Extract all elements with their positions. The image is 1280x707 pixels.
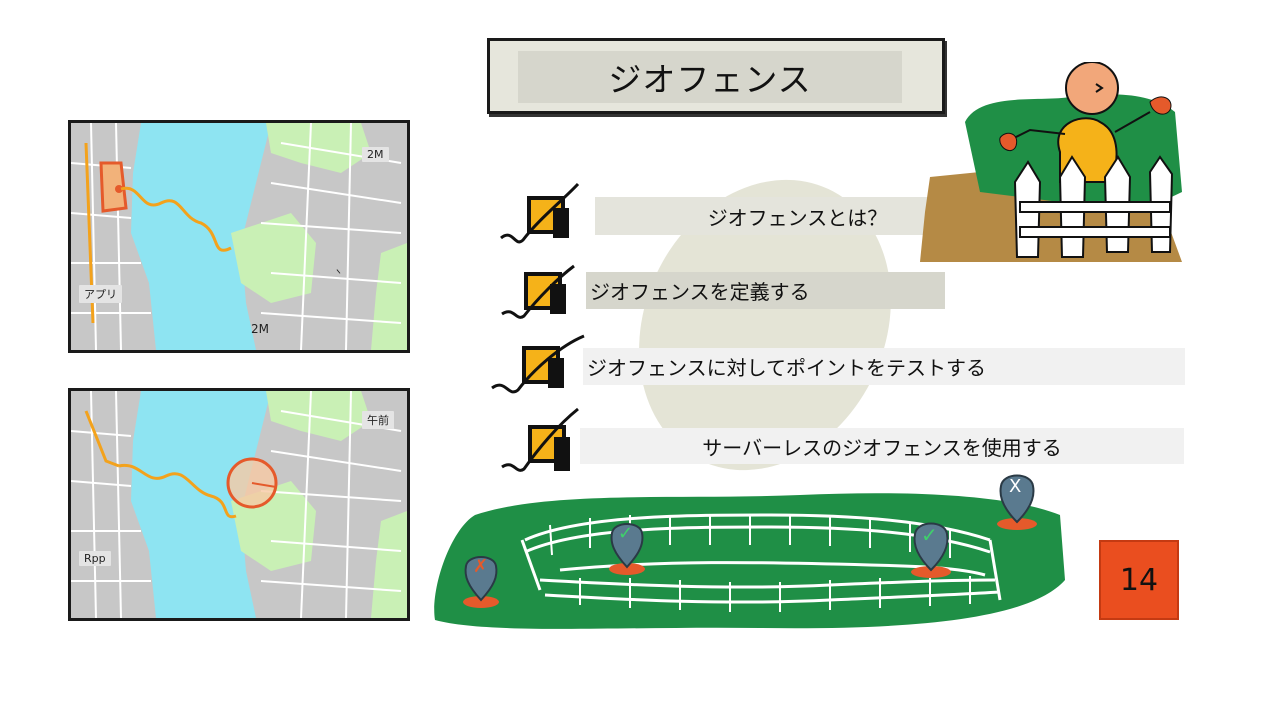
marker-outside-1: ✗ xyxy=(458,546,504,610)
checklist-label-4: サーバーレスのジオフェンスを使用する xyxy=(580,428,1184,464)
person-on-fence-illustration xyxy=(920,62,1182,262)
page-number-badge: 14 xyxy=(1099,540,1179,620)
map-bottom: 午前 Rpp xyxy=(68,388,410,621)
background-ellipse xyxy=(639,179,891,471)
map-pin-icon xyxy=(609,523,645,575)
checklist-item-4 xyxy=(496,405,586,479)
map-bottom-app-label: Rpp xyxy=(79,551,111,566)
cross-icon: ✗ xyxy=(473,556,489,577)
checklist-item-1 xyxy=(493,180,583,254)
marker-outside-2: X xyxy=(992,466,1042,534)
marker-inside-2: ✓ xyxy=(906,514,956,582)
checkbox-checked-icon xyxy=(501,264,575,319)
svg-text:2M: 2M xyxy=(251,322,269,336)
x-icon: X xyxy=(1009,476,1022,497)
checkbox-checked-icon xyxy=(500,182,580,244)
checklist-label-3: ジオフェンスに対してポイントをテストする xyxy=(583,348,1185,385)
map-top: 2M ᐠ 2M アプリ xyxy=(68,120,410,353)
slide-title: ジオフェンス xyxy=(518,51,902,103)
map-pin-icon xyxy=(911,522,951,578)
map-pin-icon xyxy=(997,474,1037,530)
map-bottom-time-label: 午前 xyxy=(362,411,394,429)
svg-text:ᐠ: ᐠ xyxy=(336,267,341,281)
map-top-drawing: 2M ᐠ xyxy=(71,123,407,350)
title-frame: ジオフェンス xyxy=(487,38,945,114)
map-top-scale-label: 2M xyxy=(362,147,389,162)
check-icon: ✓ xyxy=(921,523,938,547)
checklist-item-2 xyxy=(498,260,588,334)
checkbox-checked-icon xyxy=(491,334,585,394)
checkbox-checked-icon xyxy=(501,407,579,472)
check-icon: ✓ xyxy=(618,523,634,544)
marker-inside-1: ✓ xyxy=(604,515,650,579)
checklist-label-2: ジオフェンスを定義する xyxy=(586,272,945,309)
checklist-item-3 xyxy=(488,330,588,404)
map-bottom-drawing xyxy=(71,391,407,618)
map-pin-icon xyxy=(463,556,499,608)
fenced-field-illustration xyxy=(434,493,1065,629)
map-top-app-label: アプリ xyxy=(79,285,122,303)
